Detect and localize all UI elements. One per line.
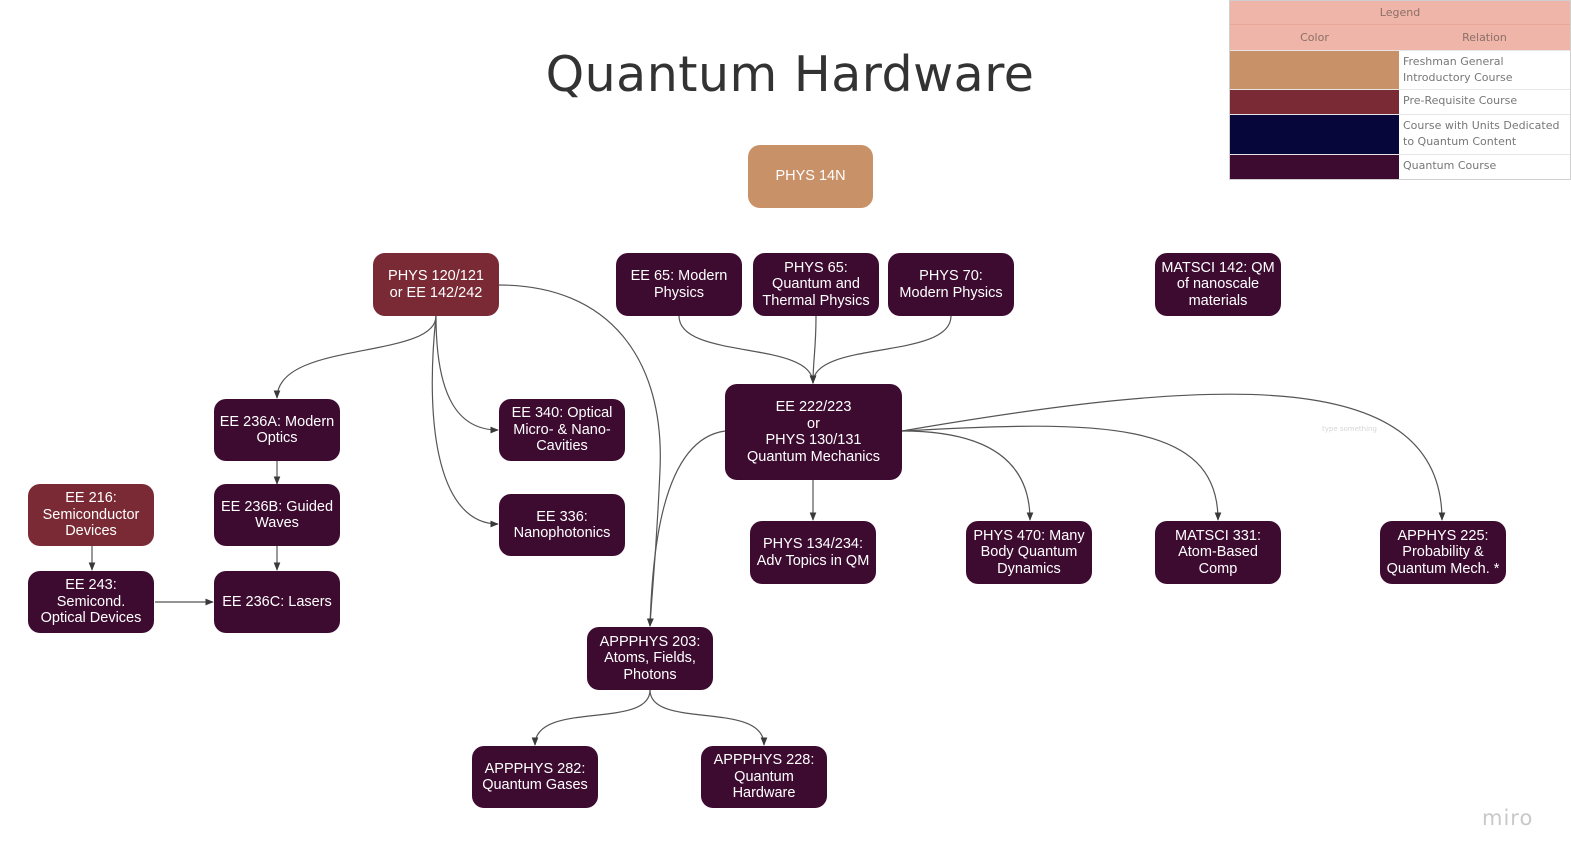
edge-phys120-ee336: [431, 315, 499, 528]
faint-placeholder-text: type something: [1322, 425, 1377, 433]
node-apphys203[interactable]: APPPHYS 203: Atoms, Fields, Photons: [587, 627, 713, 690]
node-phys70[interactable]: PHYS 70: Modern Physics: [888, 253, 1014, 316]
edge-phys120-apphys203: [498, 284, 661, 627]
node-ee216[interactable]: EE 216: Semiconductor Devices: [28, 484, 154, 546]
edge-ee222-phys470: [901, 430, 1034, 521]
node-phys470[interactable]: PHYS 470: Many Body Quantum Dynamics: [966, 521, 1092, 584]
node-ee236a[interactable]: EE 236A: Modern Optics: [214, 399, 340, 461]
node-phys14n[interactable]: PHYS 14N: [748, 145, 873, 208]
edge-ee222-matsci331: [901, 425, 1222, 521]
miro-watermark: miro: [1482, 806, 1534, 830]
edge-apphys203-apphys228: [649, 689, 768, 746]
node-ee243[interactable]: EE 243: Semicond. Optical Devices: [28, 571, 154, 633]
legend-row-prereq: Pre-Requisite Course: [1230, 89, 1570, 114]
legend-swatch-quantum: [1230, 155, 1399, 179]
edge-phys70-ee222: [809, 315, 952, 384]
legend-col-color: Color: [1300, 31, 1329, 44]
node-ee222[interactable]: EE 222/223 or PHYS 130/131 Quantum Mecha…: [725, 384, 902, 480]
legend-label-freshman: Freshman General Introductory Course: [1403, 55, 1513, 84]
edge-phys120-ee236a: [273, 315, 437, 399]
legend-label-quantum: Quantum Course: [1403, 159, 1497, 172]
legend-label-prereq: Pre-Requisite Course: [1403, 94, 1518, 107]
node-apphys282[interactable]: APPPHYS 282: Quantum Gases: [472, 746, 598, 808]
page-title: Quantum Hardware: [545, 46, 1035, 103]
node-phys120[interactable]: PHYS 120/121 or EE 142/242: [373, 253, 499, 316]
legend-title: Legend: [1230, 1, 1570, 24]
edge-phys120-ee340: [435, 315, 499, 434]
node-ee236b[interactable]: EE 236B: Guided Waves: [214, 484, 340, 546]
node-ee65[interactable]: EE 65: Modern Physics: [616, 253, 742, 316]
legend-swatch-prereq: [1230, 90, 1399, 114]
node-matsci331[interactable]: MATSCI 331: Atom-Based Comp: [1155, 521, 1281, 584]
edge-ee65-ee222: [678, 315, 817, 384]
legend-swatch-freshman: [1230, 51, 1399, 89]
legend-header-row: Color Relation: [1230, 24, 1570, 50]
node-phys65[interactable]: PHYS 65: Quantum and Thermal Physics: [753, 253, 879, 316]
edge-apphys203-apphys282: [531, 689, 651, 746]
legend-col-relation: Relation: [1462, 31, 1507, 44]
legend-table: Legend Color Relation Freshman General I…: [1229, 0, 1571, 180]
node-ee340[interactable]: EE 340: Optical Micro- & Nano- Cavities: [499, 399, 625, 461]
node-apphys228[interactable]: APPPHYS 228: Quantum Hardware: [701, 746, 827, 808]
node-phys134[interactable]: PHYS 134/234: Adv Topics in QM: [750, 521, 876, 584]
legend-row-freshman: Freshman General Introductory Course: [1230, 50, 1570, 89]
legend-row-units: Course with Units Dedicated to Quantum C…: [1230, 114, 1570, 154]
edge-ee222-apphys203: [646, 430, 726, 627]
node-ee336[interactable]: EE 336: Nanophotonics: [499, 494, 625, 556]
node-apphys225[interactable]: APPHYS 225: Probability & Quantum Mech. …: [1380, 521, 1506, 584]
legend-swatch-units: [1230, 115, 1399, 154]
node-ee236c[interactable]: EE 236C: Lasers: [214, 571, 340, 633]
edge-ee222-apphys225: [901, 393, 1446, 521]
legend-label-units: Course with Units Dedicated to Quantum C…: [1403, 119, 1560, 148]
node-matsci142[interactable]: MATSCI 142: QM of nanoscale materials: [1155, 253, 1281, 316]
legend-row-quantum: Quantum Course: [1230, 154, 1570, 179]
